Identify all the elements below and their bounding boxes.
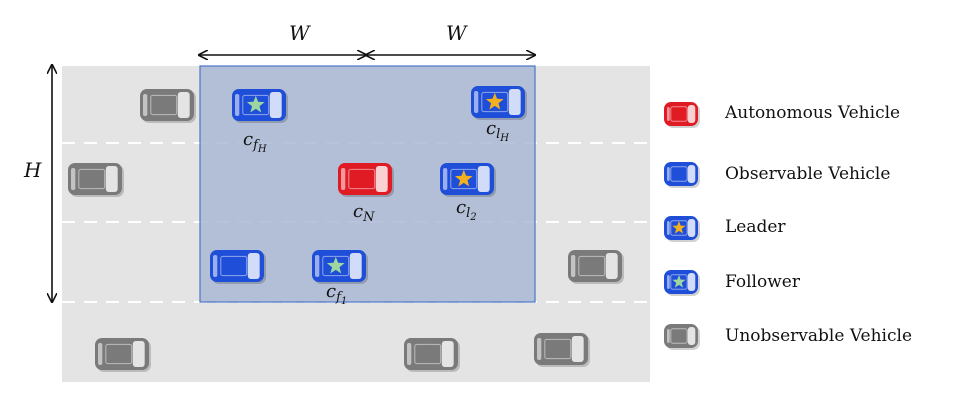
vehicles-layer [68,86,624,372]
leader-star-icon [672,221,686,234]
legend-label-observable: Observable Vehicle [725,164,891,184]
unobservable-vehicle [95,338,151,372]
legend-icon-follower [664,270,700,296]
autonomous-vehicle [338,163,394,197]
observable-vehicle [210,250,266,284]
label-autonomous: cN [353,201,375,225]
leader-vehicle-2 [440,163,496,197]
legend-label-leader: Leader [725,217,786,237]
legend-icon-leader [664,216,700,242]
legend-icon-unobservable [664,324,700,350]
label-follower-h: cfH [243,129,267,155]
legend-label-unobservable: Unobservable Vehicle [725,326,913,346]
follower-star-icon [246,95,265,113]
leader-vehicle-h [471,86,527,120]
legend-icons [664,102,700,350]
legend-icon-autonomous [664,102,700,128]
follower-star-icon [326,256,345,274]
unobservable-vehicle [404,338,460,372]
unobservable-vehicle [140,89,196,123]
unobservable-vehicle [568,250,624,284]
legend-label-autonomous: Autonomous Vehicle [725,103,901,123]
height-label: H [23,158,42,182]
legend-label-follower: Follower [725,272,800,292]
legend-icon-observable [664,162,700,188]
follower-vehicle-1 [312,250,368,284]
width-label-left: W [289,21,311,45]
leader-star-icon [454,169,473,187]
label-follower-1: cf1 [326,281,347,307]
follower-vehicle-h [232,89,288,123]
label-leader-h: clH [486,118,509,144]
follower-star-icon [672,275,686,288]
label-leader-2: cl2 [456,197,477,223]
unobservable-vehicle [534,333,590,367]
leader-star-icon [485,92,504,110]
width-label-right: W [446,21,468,45]
unobservable-vehicle [68,163,124,197]
